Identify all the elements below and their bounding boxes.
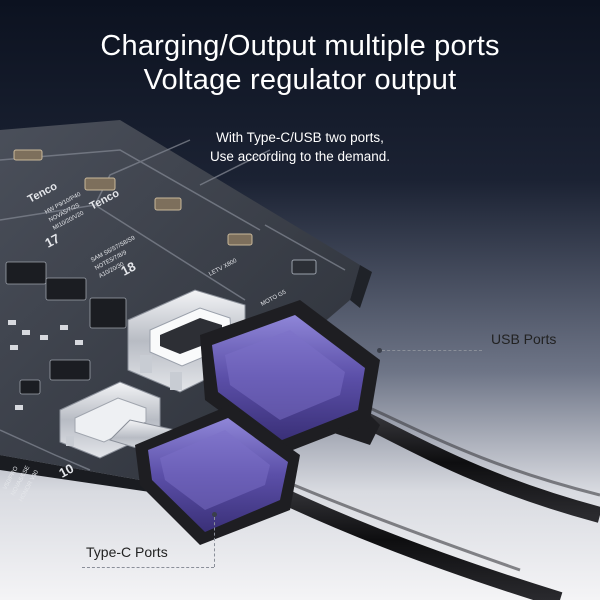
usb-callout-line xyxy=(382,350,482,351)
typec-callout-line-vertical xyxy=(214,517,215,567)
typec-callout-dot xyxy=(212,512,217,517)
subtitle-line-1: With Type-C/USB two ports, xyxy=(216,130,384,145)
headline-line-2: Voltage regulator output xyxy=(143,64,457,96)
usb-ports-label: USB Ports xyxy=(491,331,557,347)
usb-callout-dot xyxy=(377,348,382,353)
typec-cable xyxy=(109,405,563,600)
typec-ports-label: Type-C Ports xyxy=(86,544,168,560)
slot-number-10: 10 xyxy=(56,461,76,481)
typec-callout-line xyxy=(82,567,214,568)
headline-line-1: Charging/Output multiple ports xyxy=(100,30,500,62)
slot-number-17: 17 xyxy=(42,231,62,251)
slot-number-18: 18 xyxy=(118,259,138,279)
subtitle-line-2: Use according to the demand. xyxy=(209,149,391,164)
